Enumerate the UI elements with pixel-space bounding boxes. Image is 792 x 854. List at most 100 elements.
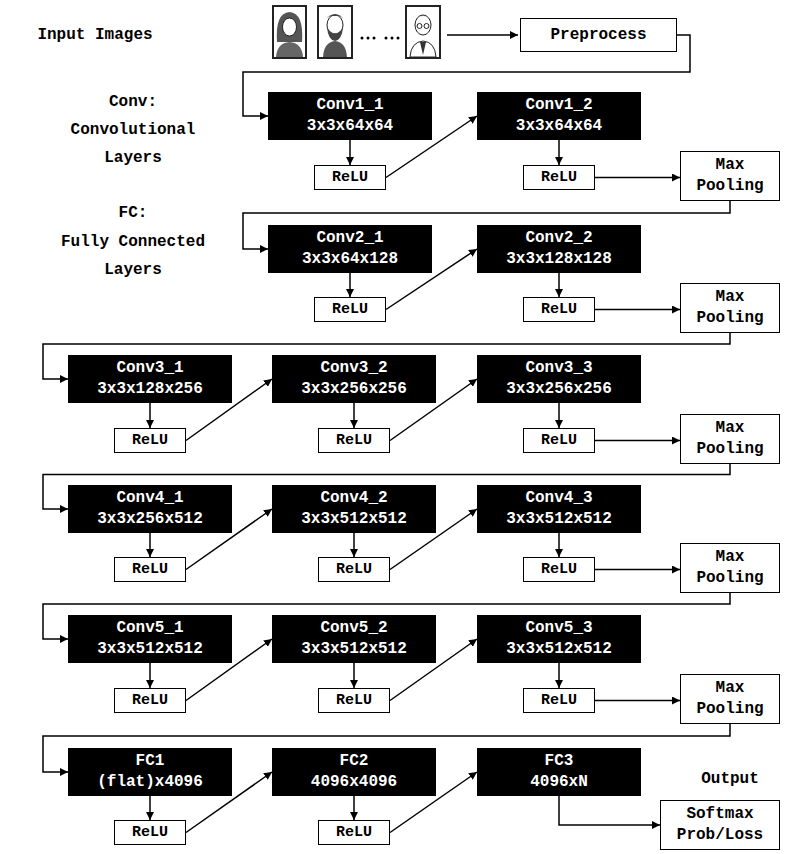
layer-box: Conv3_23x3x256x256 bbox=[272, 355, 436, 403]
flow-arrow bbox=[353, 533, 355, 557]
flow-arrow bbox=[558, 663, 560, 688]
box-label: ReLU bbox=[541, 169, 577, 187]
box-label: ReLU bbox=[541, 561, 577, 579]
box-label: ReLU bbox=[541, 692, 577, 710]
section-label: Convolutional Layers bbox=[58, 116, 208, 172]
max-pooling-box: Max Pooling bbox=[680, 414, 780, 464]
flow-arrow bbox=[595, 440, 680, 442]
box-label: ReLU bbox=[132, 432, 168, 450]
relu-box: ReLU bbox=[318, 428, 390, 453]
ellipsis-dots bbox=[361, 37, 400, 40]
layer-name: Conv1_2 bbox=[525, 95, 592, 116]
relu-box: ReLU bbox=[523, 688, 595, 713]
relu-box: ReLU bbox=[318, 557, 390, 582]
layer-shape: 4096xN bbox=[530, 772, 588, 793]
layer-name: Conv2_2 bbox=[525, 228, 592, 249]
relu-box: ReLU bbox=[314, 297, 386, 322]
face-icon bbox=[406, 6, 440, 58]
layer-box: Conv4_13x3x256x512 bbox=[68, 485, 232, 533]
flow-arrow bbox=[558, 533, 560, 557]
layer-shape: 3x3x512x512 bbox=[301, 509, 407, 530]
layer-shape: 3x3x64x64 bbox=[516, 116, 602, 137]
box-label: ReLU bbox=[132, 824, 168, 842]
layer-name: Conv3_2 bbox=[320, 358, 387, 379]
layer-box: Conv1_13x3x64x64 bbox=[268, 92, 432, 140]
box-label: Max Pooling bbox=[685, 678, 775, 720]
box-label: ReLU bbox=[541, 432, 577, 450]
layer-shape: 3x3x64x64 bbox=[307, 116, 393, 137]
layer-name: Conv5_1 bbox=[116, 618, 183, 639]
box-label: Preprocess bbox=[550, 25, 646, 46]
preprocess-box: Preprocess bbox=[520, 18, 677, 52]
layer-name: FC3 bbox=[545, 751, 574, 772]
layer-shape: 3x3x512x512 bbox=[97, 639, 203, 660]
layer-name: Conv2_1 bbox=[316, 228, 383, 249]
layer-name: Conv1_1 bbox=[316, 95, 383, 116]
relu-box: ReLU bbox=[523, 428, 595, 453]
flow-arrow bbox=[149, 796, 151, 820]
layer-name: Conv4_2 bbox=[320, 488, 387, 509]
layer-box: Conv4_33x3x512x512 bbox=[477, 485, 641, 533]
layer-name: FC1 bbox=[136, 751, 165, 772]
relu-box: ReLU bbox=[523, 165, 595, 190]
layer-name: Conv3_3 bbox=[525, 358, 592, 379]
flow-arrow bbox=[353, 403, 355, 428]
flow-arrow bbox=[559, 796, 660, 825]
layer-shape: 3x3x64x128 bbox=[302, 249, 398, 270]
relu-box: ReLU bbox=[114, 557, 186, 582]
box-label: ReLU bbox=[336, 824, 372, 842]
layer-box: Conv4_23x3x512x512 bbox=[272, 485, 436, 533]
layer-shape: 4096x4096 bbox=[311, 772, 397, 793]
max-pooling-box: Max Pooling bbox=[680, 283, 780, 333]
box-label: ReLU bbox=[132, 561, 168, 579]
layer-box: Conv3_13x3x128x256 bbox=[68, 355, 232, 403]
box-label: ReLU bbox=[336, 692, 372, 710]
flow-arrow bbox=[558, 273, 560, 297]
flow-arrow bbox=[349, 273, 351, 297]
max-pooling-box: Max Pooling bbox=[680, 674, 780, 724]
section-label: FC: bbox=[58, 199, 208, 227]
layer-box: Conv2_23x3x128x128 bbox=[477, 225, 641, 273]
layer-name: Conv5_3 bbox=[525, 618, 592, 639]
input-arrow bbox=[447, 34, 518, 36]
layer-shape: 3x3x512x512 bbox=[506, 639, 612, 660]
layer-box: Conv2_13x3x64x128 bbox=[268, 225, 432, 273]
flow-arrow bbox=[595, 569, 680, 571]
relu-box: ReLU bbox=[114, 820, 186, 845]
box-label: ReLU bbox=[132, 692, 168, 710]
box-label: ReLU bbox=[332, 301, 368, 319]
layer-name: Conv5_2 bbox=[320, 618, 387, 639]
flow-arrow bbox=[558, 140, 560, 165]
box-label: ReLU bbox=[336, 432, 372, 450]
section-label: Output bbox=[670, 768, 790, 790]
max-pooling-box: Max Pooling bbox=[680, 151, 780, 201]
section-label: Fully Connected Layers bbox=[50, 228, 216, 284]
section-label: Conv: bbox=[58, 88, 208, 116]
relu-box: ReLU bbox=[114, 688, 186, 713]
layer-shape: 3x3x512x512 bbox=[506, 509, 612, 530]
face-icon bbox=[273, 6, 306, 58]
layer-box: FC1(flat)x4096 bbox=[68, 748, 232, 796]
layer-name: FC2 bbox=[340, 751, 369, 772]
relu-box: ReLU bbox=[314, 165, 386, 190]
flow-arrow bbox=[349, 140, 351, 165]
layer-name: Conv4_1 bbox=[116, 488, 183, 509]
layer-box: Conv3_33x3x256x256 bbox=[477, 355, 641, 403]
layer-shape: 3x3x256x256 bbox=[301, 379, 407, 400]
face-icon bbox=[318, 6, 352, 58]
section-label: Input Images bbox=[20, 24, 170, 46]
flow-arrow bbox=[595, 700, 680, 702]
max-pooling-box: Max Pooling bbox=[680, 543, 780, 593]
flow-arrow bbox=[353, 663, 355, 688]
layer-shape: 3x3x128x256 bbox=[97, 379, 203, 400]
flow-arrow bbox=[353, 796, 355, 820]
layer-shape: 3x3x512x512 bbox=[301, 639, 407, 660]
relu-box: ReLU bbox=[318, 820, 390, 845]
box-label: Max Pooling bbox=[685, 155, 775, 197]
box-label: ReLU bbox=[336, 561, 372, 579]
box-label: ReLU bbox=[541, 301, 577, 319]
box-label: Max Pooling bbox=[685, 287, 775, 329]
relu-box: ReLU bbox=[523, 557, 595, 582]
flow-arrow bbox=[149, 533, 151, 557]
